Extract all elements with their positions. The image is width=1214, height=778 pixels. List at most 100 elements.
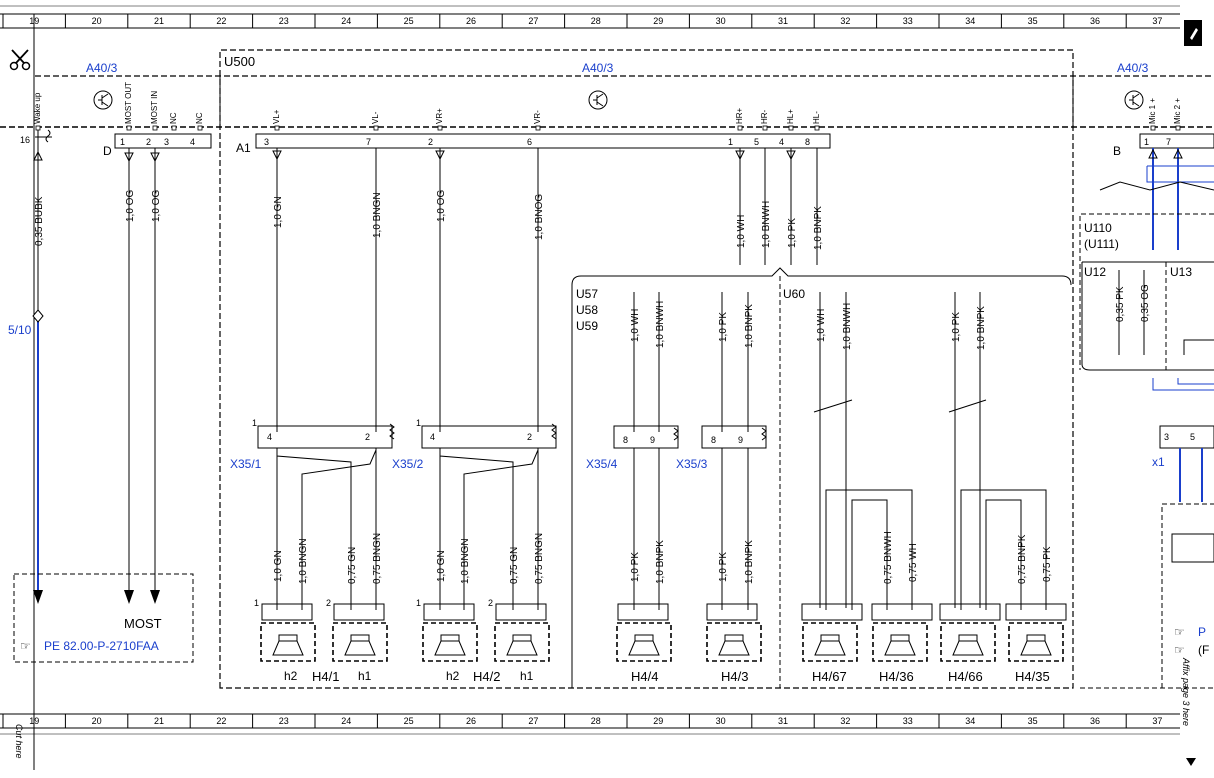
wire-b14: 0,75 WH xyxy=(908,543,919,582)
pin-vl-plus: VL+ xyxy=(272,109,281,124)
wire-u57-c: 1,0 PK xyxy=(718,312,729,342)
wire-w5: 1,0 BNGN xyxy=(372,192,383,238)
top-grid-strip xyxy=(0,5,1180,29)
u110-label: U110 xyxy=(1084,221,1112,235)
grid-number: 31 xyxy=(778,16,788,26)
grid-number: 26 xyxy=(466,16,476,26)
speaker-icon xyxy=(802,622,858,662)
front-twisted-wires xyxy=(276,448,1047,610)
wire-b8: 0,75 BNGN xyxy=(534,533,545,584)
wire-w2: 1,0 OG xyxy=(125,190,136,222)
grid-number: 34 xyxy=(965,16,975,26)
x35-3-label: X35/3 xyxy=(676,457,708,471)
svg-text:2: 2 xyxy=(488,598,493,608)
u60-wires: 1,0 WH 1,0 BNWH 1,0 PK 1,0 BNPK xyxy=(813,292,987,608)
svg-text:16: 16 xyxy=(20,135,30,145)
speaker-h4-4: H4/4 xyxy=(631,669,658,684)
u58-label: U58 xyxy=(576,303,598,317)
speaker-h4-35: H4/35 xyxy=(1015,669,1050,684)
most-ref-box xyxy=(13,573,194,663)
svg-text:2: 2 xyxy=(527,432,532,442)
speaker-icon xyxy=(260,622,316,662)
svg-text:3: 3 xyxy=(264,137,269,147)
speaker-h4-66: H4/66 xyxy=(948,669,983,684)
wire-u60-d: 1,0 BNPK xyxy=(976,306,987,350)
wire-u60-c: 1,0 PK xyxy=(951,312,962,342)
grid-number: 24 xyxy=(341,716,351,726)
pin-vr-minus: VR- xyxy=(533,110,542,124)
wire-u12-b: 0,35 OG xyxy=(1140,284,1151,322)
wire-b5: 1,0 GN xyxy=(436,550,447,582)
speaker-labels: h2 H4/1 h1 h2 H4/2 h1 H4/4 H4/3 H4/67 H4… xyxy=(284,669,1050,684)
a40-center-label: A40/3 xyxy=(582,61,614,75)
svg-text:1: 1 xyxy=(252,418,257,428)
wire-b11: 1,0 PK xyxy=(718,552,729,582)
pe-reference-link[interactable]: PE 82.00-P-2710FAA xyxy=(44,639,159,653)
svg-text:4: 4 xyxy=(190,137,195,147)
pointing-hand-icon: ☞ xyxy=(1174,643,1185,657)
grid-number: 34 xyxy=(965,716,975,726)
speaker-h1-b: h1 xyxy=(520,669,534,683)
svg-text:9: 9 xyxy=(650,435,655,445)
x35-1-label: X35/1 xyxy=(230,457,262,471)
svg-text:2: 2 xyxy=(365,432,370,442)
ref-p1[interactable]: P xyxy=(1198,625,1206,639)
speaker-icon xyxy=(1008,622,1064,662)
pointing-hand-icon: ☞ xyxy=(1174,625,1185,639)
pin-nc-1: NC xyxy=(169,112,178,124)
grid-number: 33 xyxy=(903,716,913,726)
svg-text:4: 4 xyxy=(267,432,272,442)
rear-wires-top: 1,0 WH 1,0 BNWH 1,0 PK 1,0 BNPK xyxy=(736,148,824,265)
grid-number: 29 xyxy=(653,16,663,26)
wire-w11: 1,0 BNPK xyxy=(813,206,824,250)
grid-cells: 1919202021212222232324242525262627272828… xyxy=(2,14,1162,728)
x35-connectors: 1 1 4 2 4 2 8 9 8 9 X35/1 X35/2 X35/4 X3… xyxy=(230,418,767,471)
pin-hr-minus: HR- xyxy=(760,109,769,124)
transistor-icon xyxy=(588,90,608,110)
u57-label: U57 xyxy=(576,287,598,301)
speaker-icon xyxy=(872,622,928,662)
cut-here-text: Cut here xyxy=(14,724,24,759)
wire-u60-b: 1,0 BNWH xyxy=(842,303,853,350)
ref-p2[interactable]: (F xyxy=(1198,643,1209,657)
svg-text:6: 6 xyxy=(527,137,532,147)
grid-number: 28 xyxy=(591,16,601,26)
pin-vr-plus: VR+ xyxy=(435,108,444,124)
speaker-icon xyxy=(706,622,762,662)
grid-number: 35 xyxy=(1028,716,1038,726)
grid-number: 36 xyxy=(1090,16,1100,26)
svg-text:1: 1 xyxy=(416,598,421,608)
svg-text:8: 8 xyxy=(623,435,628,445)
grid-number: 27 xyxy=(528,16,538,26)
grid-number: 21 xyxy=(154,716,164,726)
svg-text:7: 7 xyxy=(366,137,371,147)
wire-b2: 1,0 BNGN xyxy=(298,538,309,584)
grid-number: 22 xyxy=(216,16,226,26)
wire-b9: 1,0 PK xyxy=(630,552,641,582)
a40-left-label: A40/3 xyxy=(86,61,118,75)
speaker-h4-1: H4/1 xyxy=(312,669,339,684)
svg-text:3: 3 xyxy=(1164,432,1169,442)
grid-number: 37 xyxy=(1152,716,1162,726)
wire-w6: 1,0 OG xyxy=(436,190,447,222)
speakers xyxy=(260,622,1064,662)
bottom-wire-labels: 1,0 GN 1,0 BNGN 0,75 GN 0,75 BNGN 1,0 GN… xyxy=(273,531,1053,584)
bottom-grid-strip xyxy=(0,713,1180,735)
pin-mic-1: Mic 1 + xyxy=(1148,98,1157,124)
svg-text:2: 2 xyxy=(326,598,331,608)
wire-u12-a: 0,35 PK xyxy=(1115,286,1126,322)
svg-text:7: 7 xyxy=(1166,137,1171,147)
svg-text:5: 5 xyxy=(754,137,759,147)
grid-number: 22 xyxy=(216,716,226,726)
u12-label: U12 xyxy=(1084,265,1106,279)
u59-label: U59 xyxy=(576,319,598,333)
svg-text:9: 9 xyxy=(738,435,743,445)
grid-number: 25 xyxy=(404,16,414,26)
u110-frame xyxy=(1079,213,1214,370)
rear-variant-frame xyxy=(571,267,1072,688)
most-connector-d: D 1 2 3 4 MOST OUT MOST IN NC NC 1,0 OG … xyxy=(103,82,212,604)
speaker-h2-b: h2 xyxy=(446,669,460,683)
wire-w10: 1,0 PK xyxy=(787,218,798,248)
svg-text:5: 5 xyxy=(1190,432,1195,442)
